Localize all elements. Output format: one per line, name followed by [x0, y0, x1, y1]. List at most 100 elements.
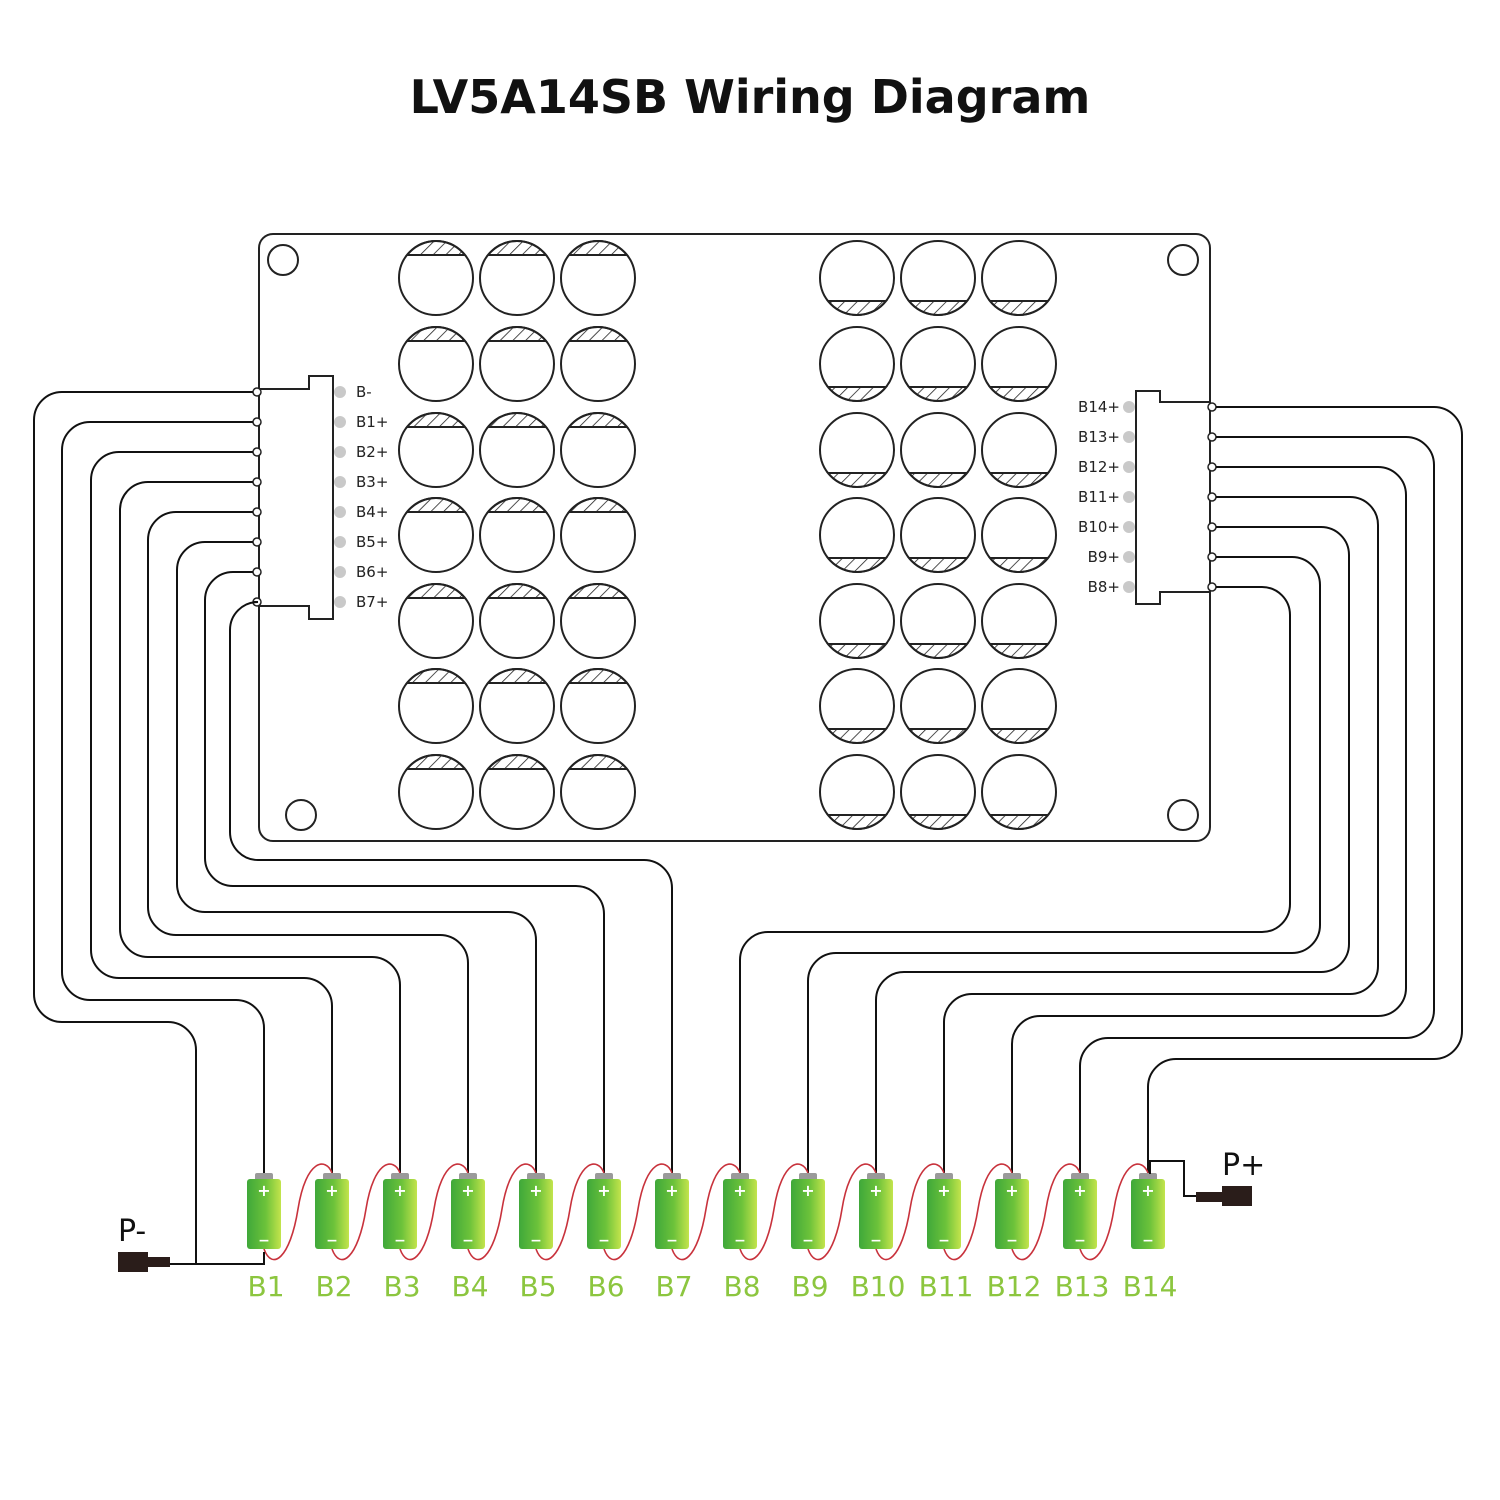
left-pin-label: B5+	[356, 533, 388, 551]
right-connector-pins: B14+B13+B12+B11+B10+B9+B8+	[1078, 398, 1217, 596]
battery-negative-sign: −	[870, 1233, 882, 1249]
battery-negative-sign: −	[1142, 1233, 1154, 1249]
left-pin-label: B3+	[356, 473, 388, 491]
balance-wire-left	[229, 601, 673, 1174]
series-link	[535, 1163, 605, 1261]
battery-label: B10	[851, 1270, 906, 1303]
balance-wires	[33, 391, 1463, 1264]
battery-cell-icon: +−	[451, 1173, 485, 1249]
hatched-capacitor-icon	[398, 497, 474, 573]
hatched-capacitor-icon	[560, 240, 636, 316]
hatched-capacitor-icon	[398, 583, 474, 659]
balance-wire-left	[90, 451, 333, 1174]
hatched-capacitor-icon	[981, 497, 1057, 573]
connector-pin	[252, 417, 262, 427]
hatched-capacitor-icon	[900, 754, 976, 830]
battery-positive-sign: +	[801, 1181, 814, 1200]
right-pin-label: B12+	[1078, 458, 1120, 476]
hatched-capacitor-icon	[981, 326, 1057, 402]
balance-wire-right	[807, 556, 1321, 1174]
hatched-capacitor-icon	[479, 240, 555, 316]
hatched-capacitor-icon	[819, 412, 895, 488]
pin-indicator-dot	[334, 596, 346, 608]
series-link	[739, 1163, 809, 1261]
hatched-capacitor-icon	[819, 668, 895, 744]
pin-indicator-dot	[1123, 401, 1135, 413]
mount-hole-icon	[1167, 799, 1199, 831]
hatched-capacitor-icon	[819, 240, 895, 316]
battery-label: B4	[451, 1270, 488, 1303]
battery-label: B9	[791, 1270, 828, 1303]
hatched-capacitor-icon	[479, 326, 555, 402]
battery-positive-sign: +	[733, 1181, 746, 1200]
balance-wire-left	[147, 511, 469, 1174]
series-link	[875, 1163, 945, 1261]
series-link	[943, 1163, 1013, 1261]
hatched-capacitor-icon	[900, 668, 976, 744]
battery-cell-icon: +−	[587, 1173, 621, 1249]
hatched-capacitor-icon	[981, 583, 1057, 659]
battery-negative-sign: −	[938, 1233, 950, 1249]
hatched-capacitor-icon	[900, 240, 976, 316]
battery-label: B5	[519, 1270, 556, 1303]
battery-label: B12	[987, 1270, 1042, 1303]
battery-label: B6	[587, 1270, 624, 1303]
hatched-capacitor-icon	[981, 754, 1057, 830]
series-link	[807, 1163, 877, 1261]
balance-wire-right	[739, 586, 1291, 1174]
battery-positive-sign: +	[1141, 1181, 1154, 1200]
battery-cell-icon: +−	[859, 1173, 893, 1249]
battery-positive-sign: +	[257, 1181, 270, 1200]
pin-indicator-dot	[334, 416, 346, 428]
right-pin-label: B14+	[1078, 398, 1120, 416]
hatched-capacitor-icon	[560, 326, 636, 402]
battery-positive-sign: +	[393, 1181, 406, 1200]
right-pin-label: B13+	[1078, 428, 1120, 446]
left-pin-label: B6+	[356, 563, 388, 581]
battery-label: B1	[247, 1270, 284, 1303]
pin-indicator-dot	[1123, 461, 1135, 473]
battery-negative-sign: −	[1074, 1233, 1086, 1249]
terminal-negative-label: P-	[118, 1214, 146, 1249]
battery-label: B11	[919, 1270, 974, 1303]
right-pin-label: B11+	[1078, 488, 1120, 506]
battery-positive-sign: +	[665, 1181, 678, 1200]
connector-pin	[1207, 402, 1217, 412]
right-pin-label: B9+	[1088, 548, 1120, 566]
capacitor-grid	[398, 240, 1057, 830]
battery-negative-sign: −	[462, 1233, 474, 1249]
hatched-capacitor-icon	[398, 668, 474, 744]
p-plus-wire	[1149, 1160, 1196, 1197]
hatched-capacitor-icon	[479, 583, 555, 659]
battery-cell-icon: +−	[383, 1173, 417, 1249]
dc-plug-icon	[1196, 1192, 1222, 1202]
series-links	[263, 1163, 1149, 1261]
pin-indicator-dot	[334, 386, 346, 398]
battery-label: B13	[1055, 1270, 1110, 1303]
battery-cell-icon: +−	[723, 1173, 757, 1249]
hatched-capacitor-icon	[900, 326, 976, 402]
hatched-capacitor-icon	[560, 668, 636, 744]
connector-pin	[1207, 492, 1217, 502]
pin-indicator-dot	[1123, 521, 1135, 533]
left-pin-label: B7+	[356, 593, 388, 611]
balance-wire-right	[943, 496, 1379, 1174]
pin-indicator-dot	[334, 446, 346, 458]
connector-pin	[252, 477, 262, 487]
battery-label: B3	[383, 1270, 420, 1303]
battery-positive-sign: +	[597, 1181, 610, 1200]
connector-pin	[252, 507, 262, 517]
series-link	[1079, 1163, 1149, 1261]
battery-positive-sign: +	[869, 1181, 882, 1200]
pin-indicator-dot	[1123, 581, 1135, 593]
mount-hole-icon	[267, 244, 299, 276]
dc-plug-icon	[1222, 1186, 1252, 1206]
pin-indicator-dot	[334, 536, 346, 548]
pin-indicator-dot	[334, 476, 346, 488]
hatched-capacitor-icon	[479, 668, 555, 744]
balance-wire-right	[1147, 406, 1463, 1174]
connector-pin	[252, 447, 262, 457]
hatched-capacitor-icon	[819, 497, 895, 573]
left-connector-pins: B-B1+B2+B3+B4+B5+B6+B7+	[252, 383, 388, 611]
p-minus-wire	[196, 1252, 265, 1265]
